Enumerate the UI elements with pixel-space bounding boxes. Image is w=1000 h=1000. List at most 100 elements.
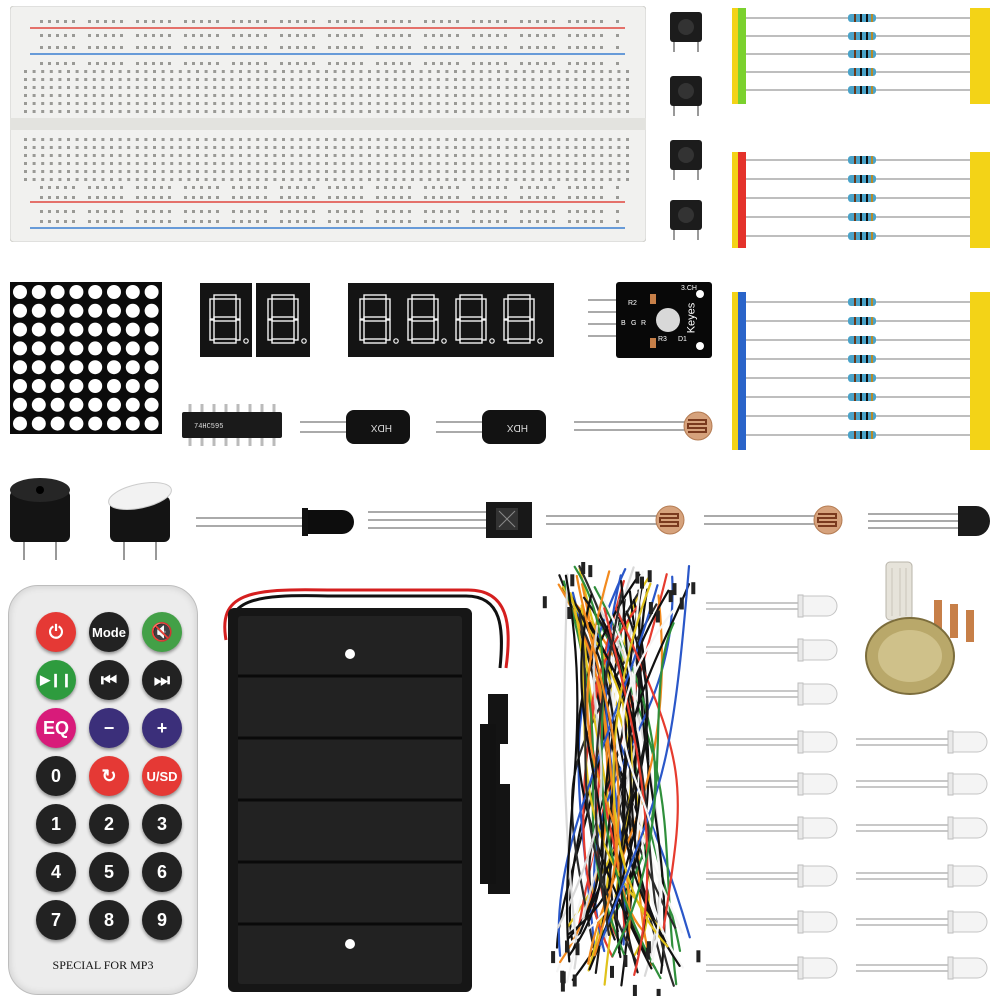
- jumper-pin: [672, 583, 677, 596]
- previous-button[interactable]: ⏮: [89, 660, 129, 700]
- capacitor-label: HDX: [507, 422, 528, 433]
- led: [856, 730, 988, 754]
- digit-1-button[interactable]: 1: [36, 804, 76, 844]
- volume-down-button[interactable]: −: [89, 708, 129, 748]
- resistor-group-green: [732, 8, 990, 104]
- module-pin-label-r2: R2: [628, 300, 637, 307]
- led: [706, 730, 838, 754]
- module-pin-label-b: B: [621, 320, 626, 327]
- jumper-wires: [542, 562, 701, 996]
- jumper-pin: [565, 940, 569, 953]
- jumper-wire: [578, 612, 638, 963]
- jumper-wire: [572, 598, 649, 951]
- mode-button[interactable]: Mode: [89, 612, 129, 652]
- jumper-pin: [646, 941, 651, 954]
- jumper-pin: [610, 965, 614, 978]
- resistor-group-blue: [732, 292, 990, 450]
- volume-up-button[interactable]: +: [142, 708, 182, 748]
- led: [856, 864, 988, 888]
- passive-buzzer: [108, 482, 172, 560]
- jumper-pin: [640, 576, 644, 589]
- jumper-pin: [560, 979, 565, 992]
- capacitor: HDX: [436, 410, 546, 444]
- jumper-pin: [679, 597, 684, 610]
- jumper-wire: [567, 588, 643, 936]
- jumper-wire: [612, 582, 669, 948]
- jumper-wire: [603, 607, 649, 976]
- jumper-pin: [575, 943, 580, 956]
- infrared-led: [196, 508, 354, 536]
- jumper-wire: [620, 580, 667, 943]
- ir-receiver: [368, 502, 532, 538]
- photoresistor: [704, 505, 843, 535]
- ic-chip: 74HC595: [182, 404, 282, 446]
- capacitor: HDX: [300, 410, 410, 444]
- seven-segment-display-4-digit: [348, 283, 554, 357]
- jumper-pin: [551, 951, 556, 964]
- jumper-pin: [560, 970, 565, 983]
- jumper-wire: [563, 573, 578, 947]
- module-pin-label-r: R: [641, 320, 647, 327]
- tactile-button: [670, 200, 702, 240]
- digit-3-button[interactable]: 3: [142, 804, 182, 844]
- jumper-pin: [567, 607, 572, 619]
- led: [706, 956, 838, 980]
- jumper-wire: [564, 574, 579, 963]
- digit-2-button[interactable]: 2: [89, 804, 129, 844]
- jumper-pin: [542, 596, 547, 609]
- led: [706, 864, 838, 888]
- eq-button[interactable]: EQ: [36, 708, 76, 748]
- module-pin-label-r3: R3: [658, 336, 667, 343]
- digit-5-button[interactable]: 5: [89, 852, 129, 892]
- repeat-button[interactable]: ↻: [89, 756, 129, 796]
- digit-6-button[interactable]: 6: [142, 852, 182, 892]
- jumper-wire: [619, 610, 649, 974]
- photoresistor: [574, 411, 713, 441]
- jumper-wire: [621, 583, 690, 967]
- digit-9-button[interactable]: 9: [142, 900, 182, 940]
- potentiometer: [865, 561, 974, 695]
- seven-segment-display-2-digit: [200, 283, 310, 357]
- resistor-group-red: [732, 152, 990, 248]
- led: [706, 682, 838, 706]
- remote-caption: SPECIAL FOR MP3: [52, 958, 154, 972]
- module-brand-label: Keyes: [685, 302, 698, 334]
- jumper-pin: [691, 582, 696, 595]
- battery-holder: [223, 588, 510, 992]
- chip-marking: 74HC595: [194, 423, 223, 431]
- next-button[interactable]: ⏭: [142, 660, 182, 700]
- led: [856, 910, 988, 934]
- power-button[interactable]: ⏻: [36, 612, 76, 652]
- tactile-button: [670, 12, 702, 52]
- digit-8-button[interactable]: 8: [89, 900, 129, 940]
- tactile-button: [670, 140, 702, 180]
- jumper-pin: [647, 570, 652, 583]
- capacitor-label: HDX: [371, 422, 392, 433]
- jumper-pin: [572, 974, 577, 987]
- jumper-wire: [614, 607, 679, 933]
- mute-button[interactable]: 🔇: [142, 612, 182, 652]
- jumper-wire: [611, 622, 675, 958]
- led: [856, 772, 988, 796]
- photoresistor: [546, 505, 685, 535]
- temperature-sensor: [868, 506, 990, 536]
- tactile-button: [670, 76, 702, 116]
- digit-7-button[interactable]: 7: [36, 900, 76, 940]
- module-pin-label-g: G: [631, 320, 637, 327]
- jumper-wire: [557, 583, 644, 931]
- jumper-pin: [581, 562, 586, 574]
- digit-0-button[interactable]: 0: [36, 756, 76, 796]
- jumper-pin: [570, 574, 575, 587]
- led: [706, 910, 838, 934]
- digit-4-button[interactable]: 4: [36, 852, 76, 892]
- jumper-pin: [668, 590, 673, 603]
- play-pause-button[interactable]: ▶❙❙: [36, 660, 76, 700]
- jumper-pin: [635, 571, 640, 584]
- led: [706, 772, 838, 796]
- led-matrix: [10, 282, 162, 434]
- usd-button[interactable]: U/SD: [142, 756, 182, 796]
- rgb-led-module: [588, 282, 712, 358]
- jumper-wire: [573, 600, 638, 970]
- active-buzzer: [10, 478, 70, 560]
